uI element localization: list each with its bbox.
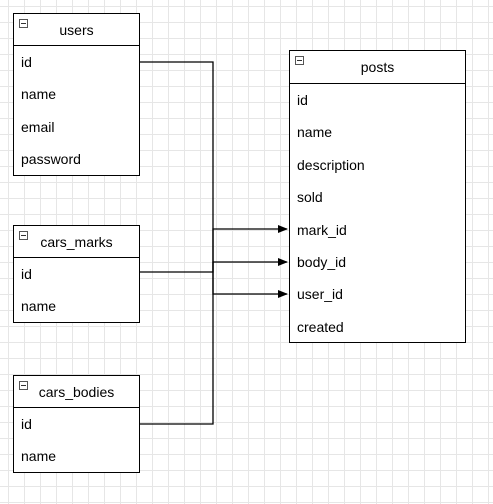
minus-box-icon[interactable] <box>19 19 28 28</box>
minus-box-icon[interactable] <box>19 381 28 390</box>
table-posts-field-sold[interactable]: sold <box>297 189 323 206</box>
connector-cars-bodies-id-to-posts-body-id <box>140 258 288 425</box>
table-posts-header[interactable]: posts <box>290 51 465 84</box>
table-posts-field-user-id[interactable]: user_id <box>297 286 343 303</box>
minus-box-icon[interactable] <box>295 56 304 65</box>
table-posts-field-mark-id[interactable]: mark_id <box>297 221 347 238</box>
table-posts-field-created[interactable]: created <box>297 318 344 335</box>
minus-box-icon[interactable] <box>19 231 28 240</box>
table-users-title: users <box>59 21 94 38</box>
table-users-field-name[interactable]: name <box>21 86 57 103</box>
table-cars-marks-title: cars_marks <box>40 233 113 250</box>
table-cars-marks-field-id[interactable]: id <box>21 266 32 282</box>
table-users-field-email[interactable]: email <box>21 118 55 135</box>
table-cars-marks-header[interactable]: cars_marks <box>14 226 139 258</box>
table-posts-field-description[interactable]: description <box>297 156 365 173</box>
connector-cars-marks-id-to-posts-mark-id <box>140 225 288 273</box>
table-cars-bodies-title: cars_bodies <box>38 383 115 400</box>
table-posts-field-body-id[interactable]: body_id <box>297 253 347 270</box>
table-cars-marks-field-name[interactable]: name <box>21 298 57 315</box>
table-posts[interactable]: posts id name description sold mark_id b… <box>289 50 466 343</box>
table-users-field-password[interactable]: password <box>21 151 81 168</box>
table-users-header[interactable]: users <box>14 14 139 46</box>
table-cars-bodies-field-name[interactable]: name <box>21 448 57 465</box>
connector-users-id-to-posts-user-id <box>140 61 288 298</box>
table-users-field-id[interactable]: id <box>21 54 32 70</box>
table-users[interactable]: users id name email password <box>13 13 140 176</box>
table-cars-bodies[interactable]: cars_bodies id name <box>13 375 140 473</box>
table-cars-bodies-field-id[interactable]: id <box>21 416 32 432</box>
table-posts-field-id[interactable]: id <box>297 92 308 108</box>
table-cars-bodies-header[interactable]: cars_bodies <box>14 376 139 408</box>
table-posts-title: posts <box>360 59 395 75</box>
table-posts-field-name[interactable]: name <box>297 124 333 141</box>
table-cars-marks[interactable]: cars_marks id name <box>13 225 140 323</box>
